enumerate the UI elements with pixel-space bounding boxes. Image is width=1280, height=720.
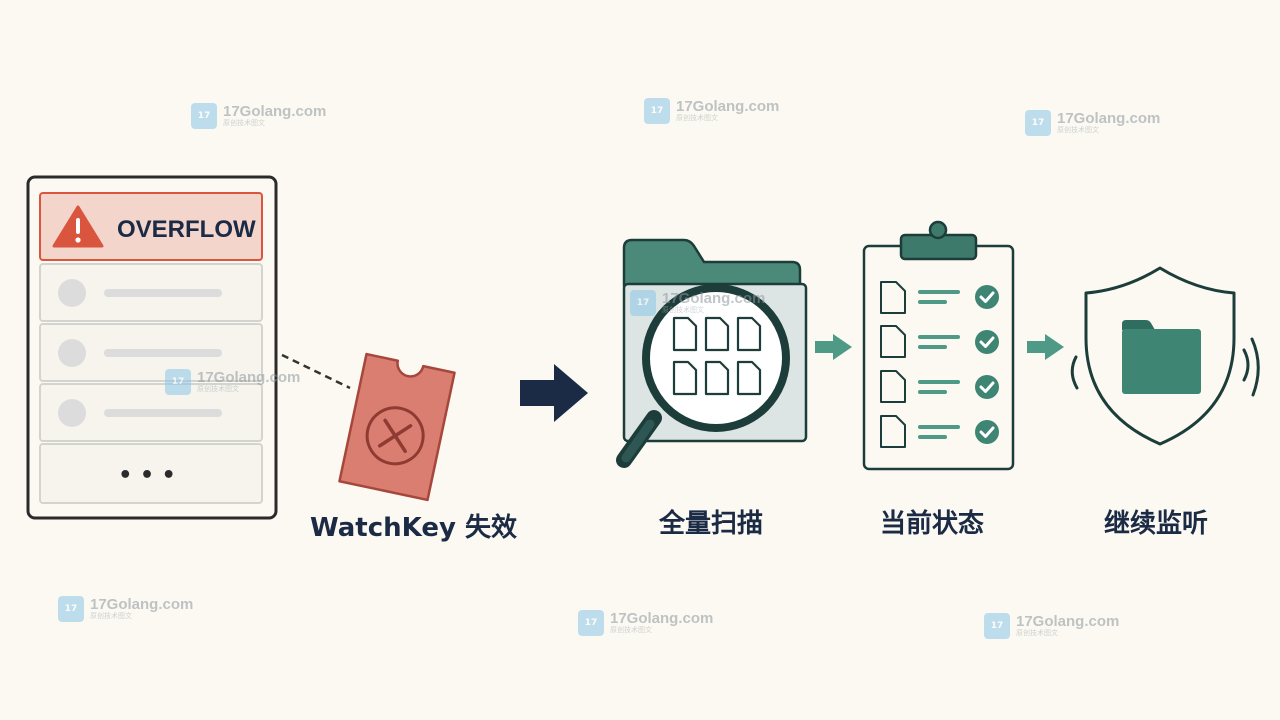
step-caption-continue-watch: 继续监听 [1104,509,1209,539]
more-ellipsis: • • • [118,463,176,488]
step-caption-current-state: 当前状态 [880,509,985,539]
list-row [39,263,263,322]
warning-triangle-icon [52,205,104,248]
watchkey-caption: WatchKey 失效 [310,513,517,543]
shield-folder-icon [1070,266,1260,446]
invalid-ticket-icon [338,352,456,502]
list-row [39,383,263,442]
arrow-right-icon [520,364,588,422]
signal-waves [1070,337,1260,397]
arrow-right-small-icon [815,334,852,360]
list-row-more: • • • [39,443,263,504]
clipboard-checklist-icon [862,220,1015,471]
step-caption-full-scan: 全量扫描 [659,509,764,539]
overflow-label: OVERFLOW [117,216,256,243]
dashed-connector [281,353,351,390]
list-panel: OVERFLOW • • • [26,175,278,520]
folder-magnifier-icon [616,238,808,468]
overflow-banner: OVERFLOW [39,192,263,261]
list-row [39,323,263,382]
arrow-right-small-icon [1027,334,1064,360]
